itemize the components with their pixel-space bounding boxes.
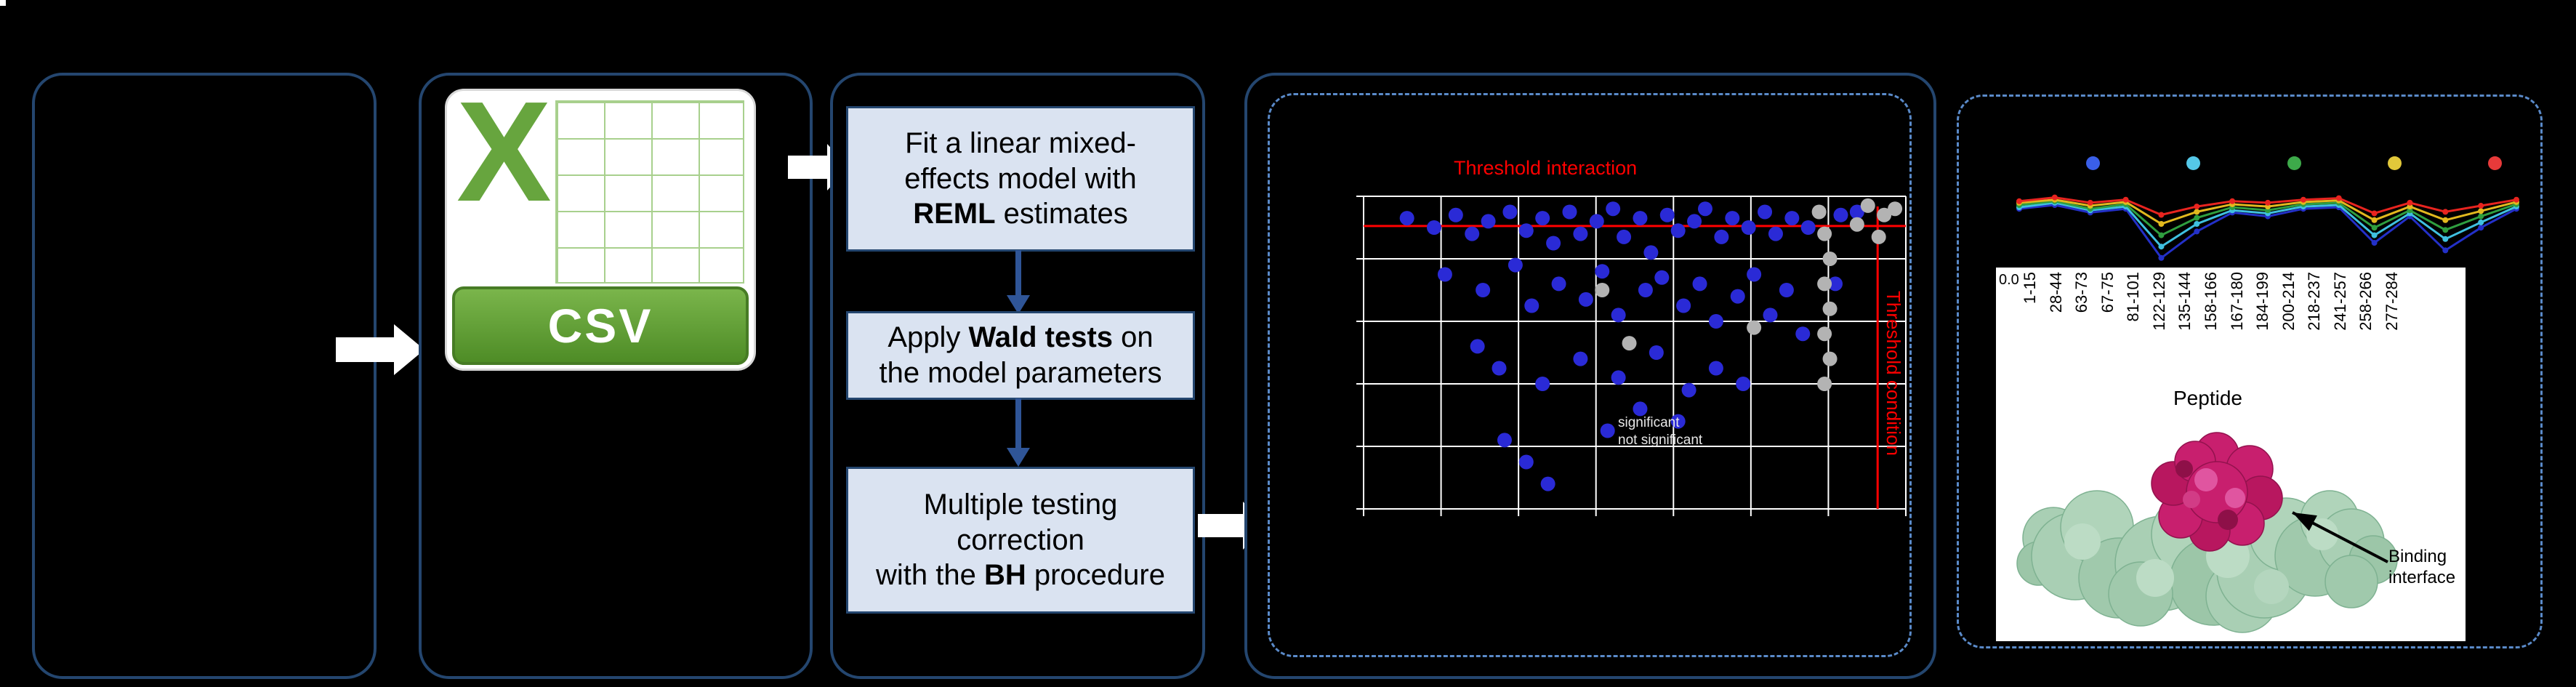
peptide-axis-label: 277-284 [2382,272,2401,331]
peptide-axis-label: 122-129 [2149,272,2168,331]
annotation-arrow [2292,511,2388,563]
panel-structure-frame [1957,95,2543,648]
binding-interface-label: Binding interface [2388,547,2466,589]
csv-banner-label: CSV [452,286,749,365]
peptide-axis-label: 81-101 [2124,272,2143,322]
step-connector-arrow-1 [1007,250,1030,314]
peptide-axis-label: 158-166 [2201,272,2220,331]
binding-epitope-detail [2175,460,2245,530]
panel-results [1244,73,1936,679]
peptide-axis-label: 258-266 [2356,272,2375,331]
peptide-axis-label: 63-73 [2072,272,2091,313]
results-dashed-frame [1268,93,1912,657]
timepoint-dot [2186,156,2201,170]
csv-spreadsheet-grid [555,100,744,284]
scatter-legend-item-2: not significant [1618,432,1703,448]
step-reml-line3: REML estimates [913,198,1128,230]
timepoint-dot [2287,156,2301,170]
binding-interface-line2: interface [2388,567,2456,587]
scatter-title: Threshold interaction [1454,157,1638,179]
timepoint-dot [2086,156,2100,170]
step-bh-line1: Multiple testing [923,488,1118,521]
excel-x-logo: X [456,72,552,231]
peptide-axis-label: 167-180 [2227,272,2246,331]
scatter-plot [1356,196,1907,516]
step-bh-box: Multiple testing correction with the BH … [846,467,1195,614]
step-reml-line2: effects model with [904,162,1137,195]
step-reml-line1: Fit a linear mixed- [905,126,1136,159]
csv-file-icon: X CSV [445,72,756,371]
step-bh-line3: with the BH procedure [876,559,1165,592]
step-wald-box: Apply Wald tests on the model parameters [846,311,1195,400]
scatter-legend: significant not significant [1618,414,1702,449]
peptide-axis-label: 1-15 [2021,272,2039,305]
uptake-line-chart [2016,194,2519,261]
scatter-side-label: Threshold condition [1883,291,1904,456]
peptide-axis-label: 67-75 [2098,272,2117,313]
step-wald-line2: the model parameters [879,357,1162,389]
step-connector-arrow-2 [1007,398,1030,467]
step-wald-line1: Apply Wald tests on [887,321,1154,354]
peptide-axis-label: 241-257 [2330,272,2349,331]
panel-input [32,73,377,679]
y-axis-tick-label: 0.0 [1999,272,2019,288]
scatter-legend-item-1: significant [1618,415,1680,430]
peptide-axis-label: 200-214 [2279,272,2298,331]
corner-artifact [0,0,6,6]
step-reml-box: Fit a linear mixed- effects model with R… [846,106,1195,252]
peptide-axis-title: Peptide [2173,387,2242,409]
peptide-axis-label: 184-199 [2253,272,2272,331]
peptide-axis-label: 28-44 [2046,272,2065,313]
timepoint-dot [2387,156,2402,170]
binding-interface-line1: Binding [2388,547,2447,566]
timepoint-dot [2488,156,2502,170]
peptide-axis-labels: 1-15 28-44 63-73 67-75 81-101 122-129 135-144 1… [2021,272,2401,331]
step-bh-line2: correction [957,523,1084,556]
flow-arrow-1 [336,324,424,375]
timepoint-legend [2086,156,2502,170]
peptide-axis-label: 135-144 [2175,272,2194,331]
peptide-axis-label: 218-237 [2305,272,2324,331]
